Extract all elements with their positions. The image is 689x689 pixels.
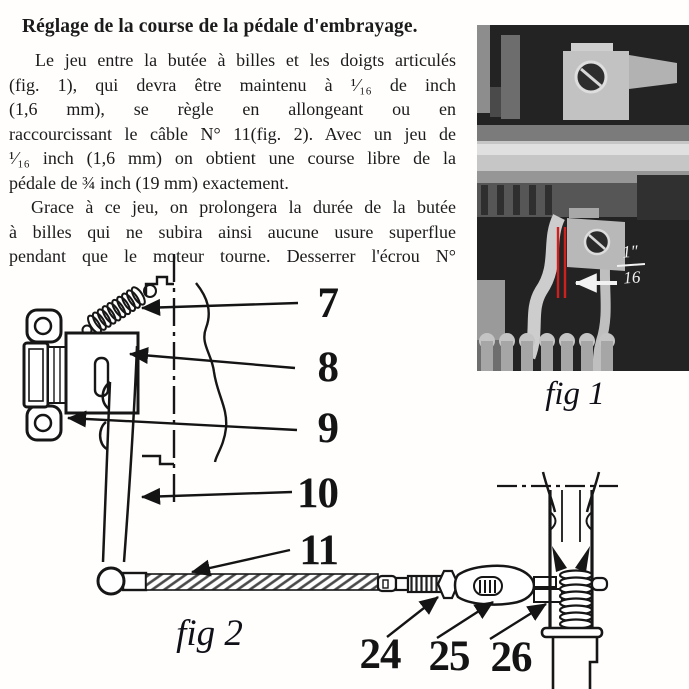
adjuster-spring <box>540 569 604 689</box>
page-title: Réglage de la course de la pédale d'embr… <box>22 16 418 37</box>
body-text: Le jeu entre la butée à billes et les do… <box>9 48 456 269</box>
callout-arrows <box>66 298 547 641</box>
figure-2-caption: fig 2 <box>176 613 243 654</box>
body-line: Le jeu entre la butée à billes et les do… <box>35 50 456 70</box>
shaft <box>477 125 689 220</box>
clutch-fingers <box>479 333 615 371</box>
figure-1-caption: fig 1 <box>545 376 605 412</box>
callout-9: 9 <box>317 405 340 452</box>
fork-ball-end <box>96 566 126 596</box>
linkage-diagram <box>22 254 618 689</box>
body-line: (fig. 1), qui devra être maintenu à ¹⁄₁₆… <box>9 74 456 95</box>
photo-left-strips <box>477 25 520 119</box>
callout-11: 11 <box>299 527 339 574</box>
callout-7: 7 <box>317 280 340 327</box>
turnbuckle <box>376 564 563 606</box>
callout-25: 25 <box>428 633 471 680</box>
gap-marker-lines <box>556 227 567 298</box>
body-line: raccourcissant le câble N° 11(fig. 2). A… <box>9 123 456 144</box>
centerline <box>172 254 618 505</box>
housing-outline <box>142 275 228 466</box>
lower-bracket <box>567 208 625 271</box>
body-line: (1,6 mm), se règle en allongeant ou en <box>9 99 456 119</box>
clutch-cable <box>145 573 379 591</box>
clutch-photo <box>477 25 689 371</box>
callout-26: 26 <box>490 634 533 681</box>
body-line: pendant que le moteur tourne. Desserrer … <box>9 246 456 266</box>
top-bracket <box>563 43 677 120</box>
body-line: pédale de ¾ inch (19 mm) exactement. <box>9 172 289 193</box>
fork-arm <box>98 345 139 563</box>
body-line: à billes qui ne subira ainsi aucune usur… <box>9 221 456 242</box>
body-line: Grace à ce jeu, on prolongera la durée d… <box>31 197 456 217</box>
cable-anchor-block <box>121 571 148 592</box>
return-spring <box>81 284 157 336</box>
figure-1: 1″ 16 <box>477 25 689 371</box>
callout-24: 24 <box>359 631 402 678</box>
body-line: ¹⁄₁₆ inch (1,6 mm) on obtient une course… <box>9 148 456 168</box>
callout-8: 8 <box>317 344 340 391</box>
callout-10: 10 <box>297 470 339 517</box>
